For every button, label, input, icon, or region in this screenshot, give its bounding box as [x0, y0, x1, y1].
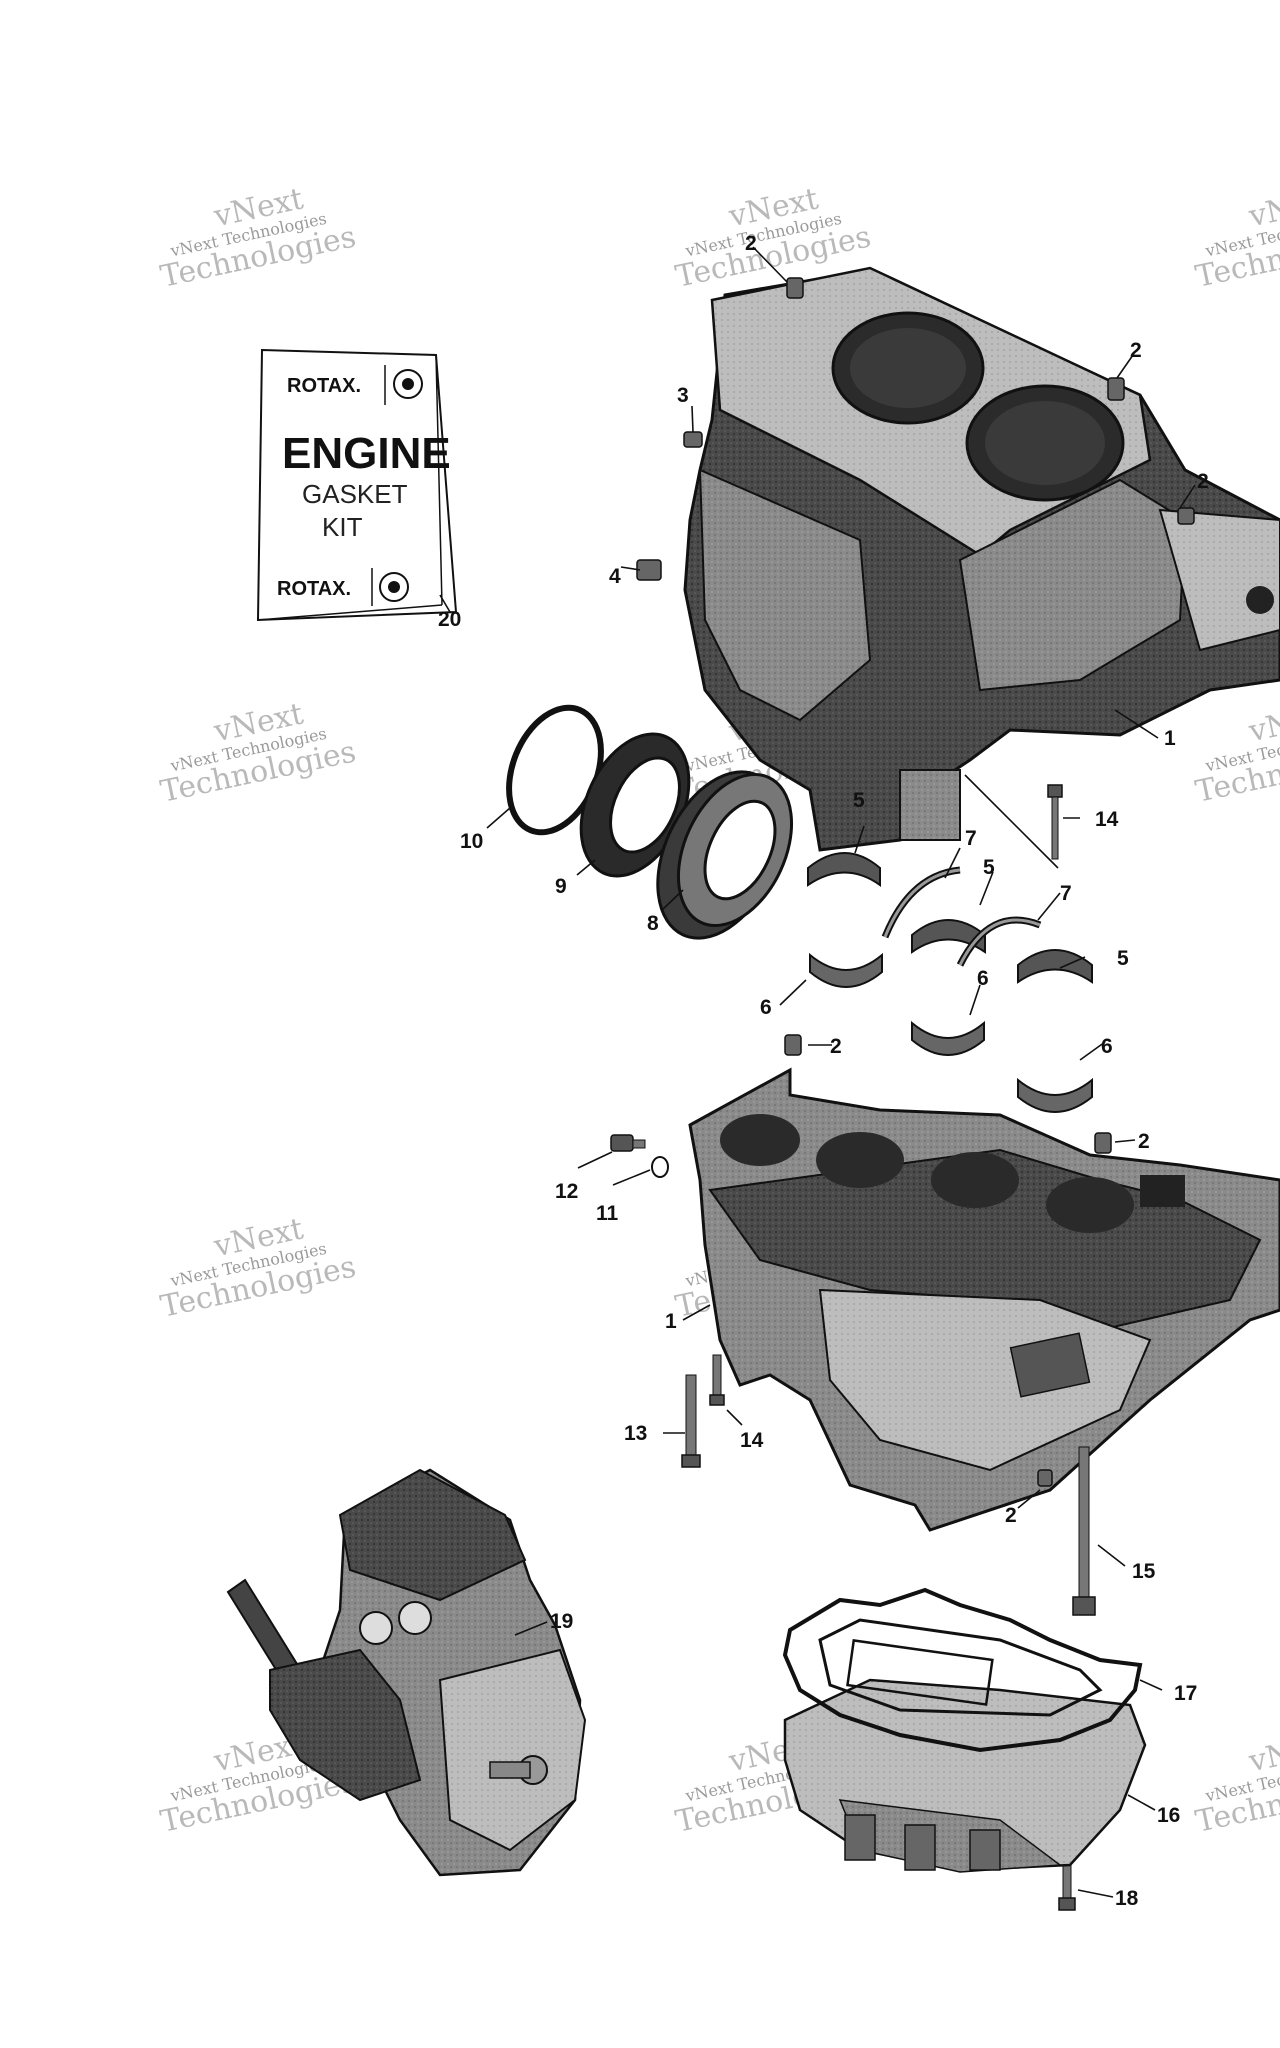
- bolt-14-top[interactable]: [1047, 784, 1063, 860]
- upper-crankcase[interactable]: [683, 266, 1280, 852]
- complete-engine-19[interactable]: [226, 1468, 587, 1877]
- main-bearing-lower-1[interactable]: [809, 952, 883, 988]
- main-bearing-upper-1[interactable]: [807, 852, 881, 887]
- callout-9: 9: [555, 875, 567, 898]
- callout-4: 4: [609, 565, 621, 588]
- kit-brand-bottom: ROTAX.: [277, 578, 351, 600]
- watermark-right-1: vNext vNext Technologies Technologies: [1192, 181, 1280, 294]
- gasket-17[interactable]: [782, 1587, 1143, 1753]
- kit-title: ENGINE: [282, 429, 451, 478]
- callout-2-bottom: 2: [1005, 1504, 1017, 1527]
- callout-2-mid: 2: [830, 1035, 842, 1058]
- plug-screw-3[interactable]: [683, 431, 703, 448]
- callout-20: 20: [438, 608, 461, 631]
- dowel-pin-bottom[interactable]: [1037, 1469, 1053, 1487]
- callout-1-lower: 1: [665, 1310, 677, 1333]
- oil-pan-16[interactable]: [783, 1678, 1147, 1873]
- callout-7-a: 7: [965, 827, 977, 850]
- callout-19: 19: [550, 1610, 573, 1633]
- callout-3: 3: [677, 384, 689, 407]
- watermark-left-2: vNext vNext Technologies Technologies: [157, 696, 358, 809]
- dowel-pin-right-2[interactable]: [1177, 507, 1195, 525]
- main-bearing-upper-3[interactable]: [1017, 949, 1093, 984]
- dowel-pin-right-3[interactable]: [1094, 1132, 1112, 1154]
- watermark-left-1: vNext vNext Technologies Technologies: [157, 181, 358, 294]
- callout-14-top: 14: [1095, 808, 1119, 831]
- plug-screw-4[interactable]: [636, 559, 662, 581]
- watermark-right-2: vNext vNext Technologies Technologies: [1192, 696, 1280, 809]
- gasket-kit-box[interactable]: ROTAX. ENGINE GASKET KIT ROTAX.: [256, 348, 458, 622]
- callout-16: 16: [1157, 1804, 1180, 1827]
- ball-bearing[interactable]: [633, 752, 814, 958]
- bolt-15[interactable]: [1072, 1446, 1096, 1616]
- callout-2-top: 2: [745, 232, 757, 255]
- bolt-18[interactable]: [1058, 1861, 1076, 1911]
- kit-line-kit: KIT: [322, 512, 363, 542]
- screw-12[interactable]: [610, 1134, 646, 1152]
- callout-6-b: 6: [977, 967, 989, 990]
- callout-7-b: 7: [1060, 882, 1072, 905]
- callout-17: 17: [1174, 1682, 1197, 1705]
- leader-lines: [439, 246, 1196, 1898]
- bolt-13[interactable]: [681, 1374, 701, 1468]
- callout-12: 12: [555, 1180, 578, 1203]
- watermark-left-3: vNext vNext Technologies Technologies: [157, 1211, 358, 1324]
- kit-line-gasket: GASKET: [302, 479, 408, 509]
- thrust-washer-2[interactable]: [956, 916, 1042, 967]
- bolt-14-bottom[interactable]: [709, 1354, 725, 1406]
- callout-labels: 1 1 2 2 2 2 2 2 3 4 5 5 5 6 6 6 7 7 8 9 …: [438, 232, 1209, 1910]
- thrust-washer-1[interactable]: [881, 866, 961, 939]
- callout-18: 18: [1115, 1887, 1139, 1910]
- callout-5-c: 5: [1117, 947, 1129, 970]
- watermark-row-1: vNext vNext Technologies Technologies vN…: [157, 181, 1280, 294]
- callout-11: 11: [596, 1202, 619, 1225]
- o-ring-11[interactable]: [651, 1156, 669, 1178]
- callout-2-right-3: 2: [1138, 1130, 1150, 1153]
- main-bearing-lower-3[interactable]: [1017, 1077, 1093, 1113]
- callout-13: 13: [624, 1422, 647, 1445]
- callout-8: 8: [647, 912, 659, 935]
- callout-6-a: 6: [760, 996, 772, 1019]
- rotax-logo-icon-bottom: [379, 572, 409, 602]
- callout-1-upper: 1: [1164, 727, 1176, 750]
- callout-6-c: 6: [1101, 1035, 1113, 1058]
- callout-2-right-2: 2: [1197, 470, 1209, 493]
- main-bearing-upper-2[interactable]: [911, 919, 986, 954]
- rotax-logo-icon-top: [393, 369, 423, 399]
- callout-10: 10: [460, 830, 483, 853]
- kit-brand-top: ROTAX.: [287, 375, 361, 397]
- callout-14-bottom: 14: [740, 1429, 764, 1452]
- dowel-pin-mid[interactable]: [784, 1034, 802, 1056]
- dowel-pin-top[interactable]: [786, 277, 804, 299]
- callout-2-right-1: 2: [1130, 339, 1142, 362]
- dowel-pin-right-1[interactable]: [1107, 377, 1125, 401]
- lower-crankcase[interactable]: [688, 1067, 1280, 1532]
- callout-5-a: 5: [853, 789, 865, 812]
- callout-5-b: 5: [983, 856, 995, 879]
- main-bearing-lower-2[interactable]: [911, 1020, 985, 1056]
- callout-15: 15: [1132, 1560, 1156, 1583]
- watermark-right-4: vNext vNext Technologies Technologies: [1192, 1726, 1280, 1839]
